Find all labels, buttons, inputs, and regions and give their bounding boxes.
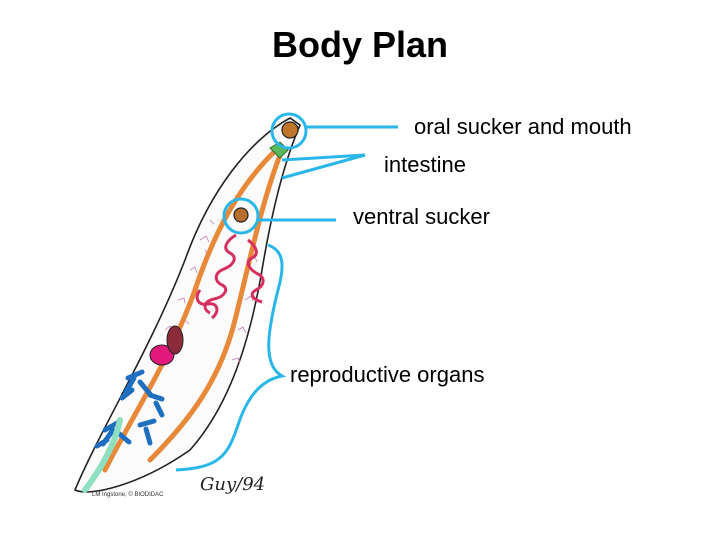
oral-sucker (281, 121, 299, 139)
ovary (149, 344, 175, 366)
ventral-sucker-callout-circle (222, 197, 260, 235)
testes (94, 369, 165, 449)
oral-sucker-callout-circle (270, 112, 308, 150)
intestine-branches (102, 147, 285, 473)
credit-text: LM Ingstone, © BIODIDAC (92, 491, 164, 498)
label-intestine: intestine (384, 152, 466, 177)
reproductive-bracket (175, 243, 287, 472)
intestine-leader-2 (281, 153, 366, 180)
excretory-canal (82, 417, 123, 493)
intestine-leader-1 (281, 153, 366, 162)
label-ventral-sucker: ventral sucker (353, 204, 490, 229)
signature: Guy/94 (200, 474, 265, 495)
label-reproductive-organs: reproductive organs (290, 362, 485, 387)
label-oral-sucker: oral sucker and mouth (414, 114, 632, 139)
shell-gland (166, 325, 184, 355)
uterus (195, 233, 265, 320)
ventral-sucker (233, 207, 249, 223)
slide-title: Body Plan (271, 24, 449, 65)
